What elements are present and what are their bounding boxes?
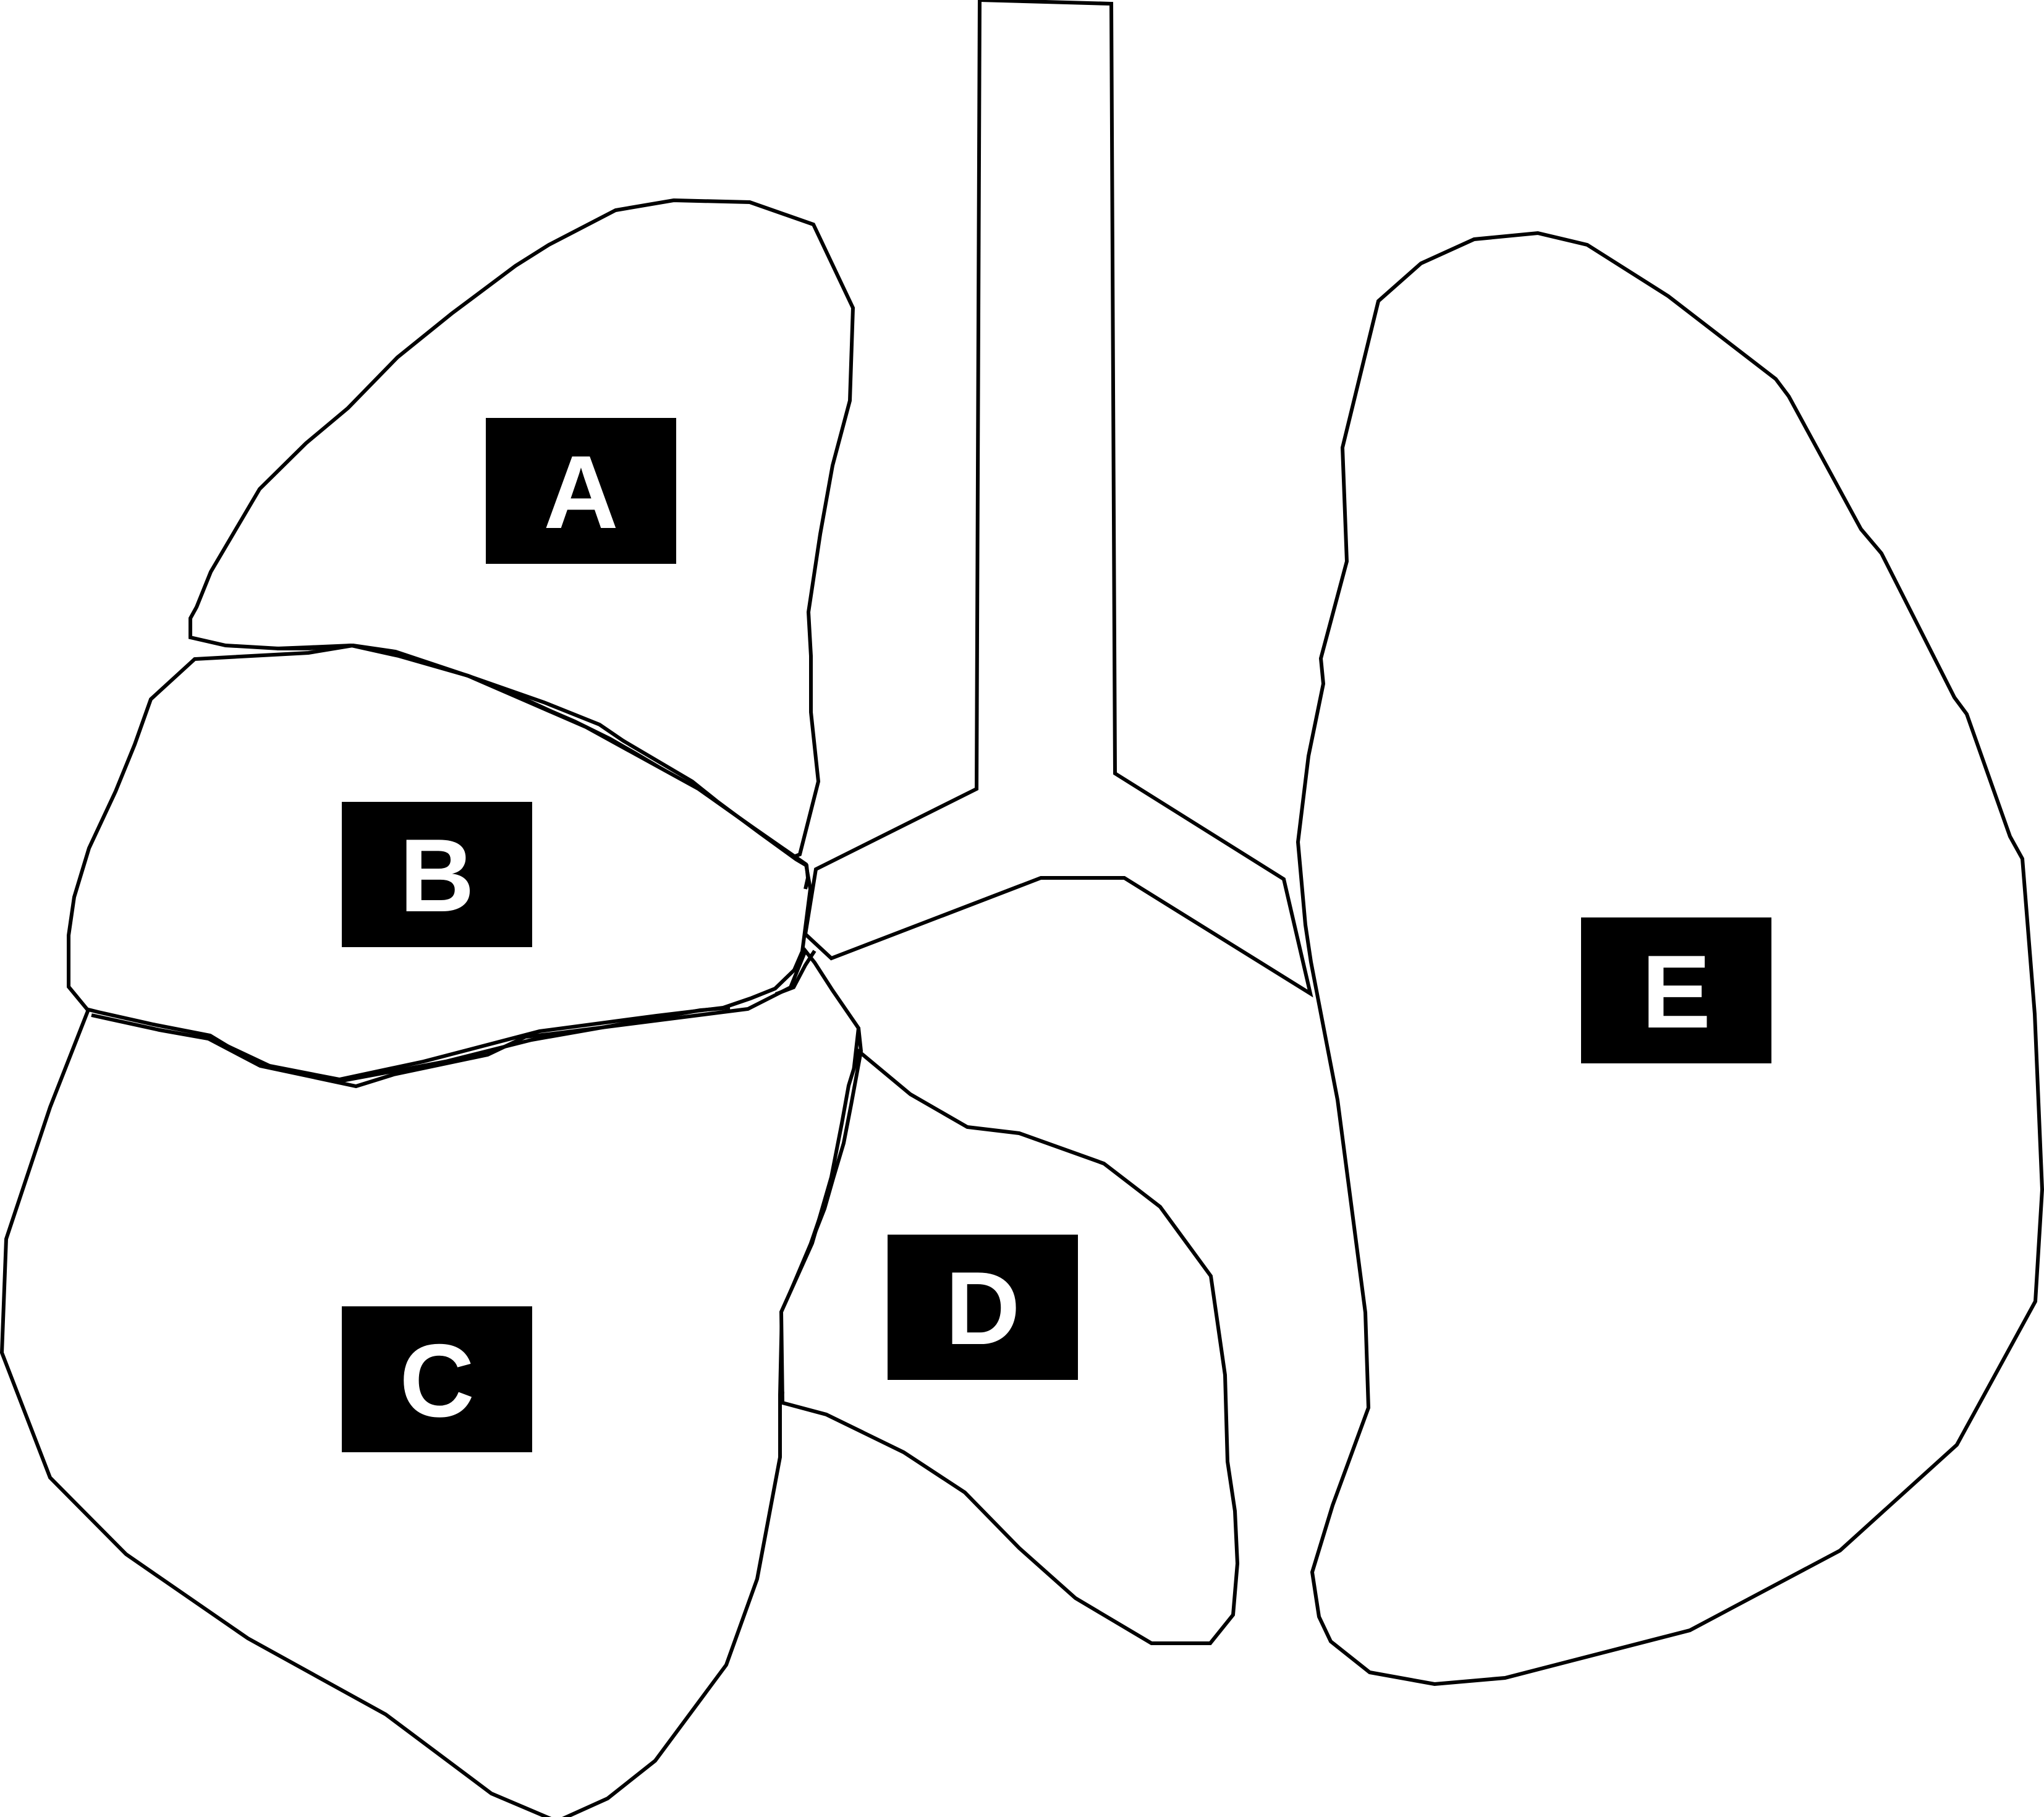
label-a: A	[486, 418, 676, 564]
label-e-text: E	[1642, 934, 1711, 1050]
label-d-box	[888, 1235, 1078, 1380]
label-d-text: D	[945, 1250, 1020, 1366]
label-c: C	[342, 1306, 532, 1452]
label-d: D	[888, 1235, 1078, 1380]
label-b-box	[342, 802, 532, 947]
trachea-bronchi	[803, 0, 1313, 998]
lingula-edge-line	[809, 1028, 863, 1245]
fissure-line-medial	[774, 950, 816, 996]
label-e-box	[1581, 917, 1771, 1063]
label-a-text: A	[543, 434, 618, 550]
label-a-box	[486, 418, 676, 564]
fissure-line-lower	[91, 1006, 731, 1084]
label-b-text: B	[399, 817, 474, 934]
label-b: B	[342, 802, 532, 947]
label-c-text: C	[399, 1322, 474, 1439]
lingula-base-line	[779, 1391, 784, 1403]
label-e: E	[1581, 917, 1771, 1063]
label-c-box	[342, 1306, 532, 1452]
fissure-line-upper	[276, 643, 810, 890]
